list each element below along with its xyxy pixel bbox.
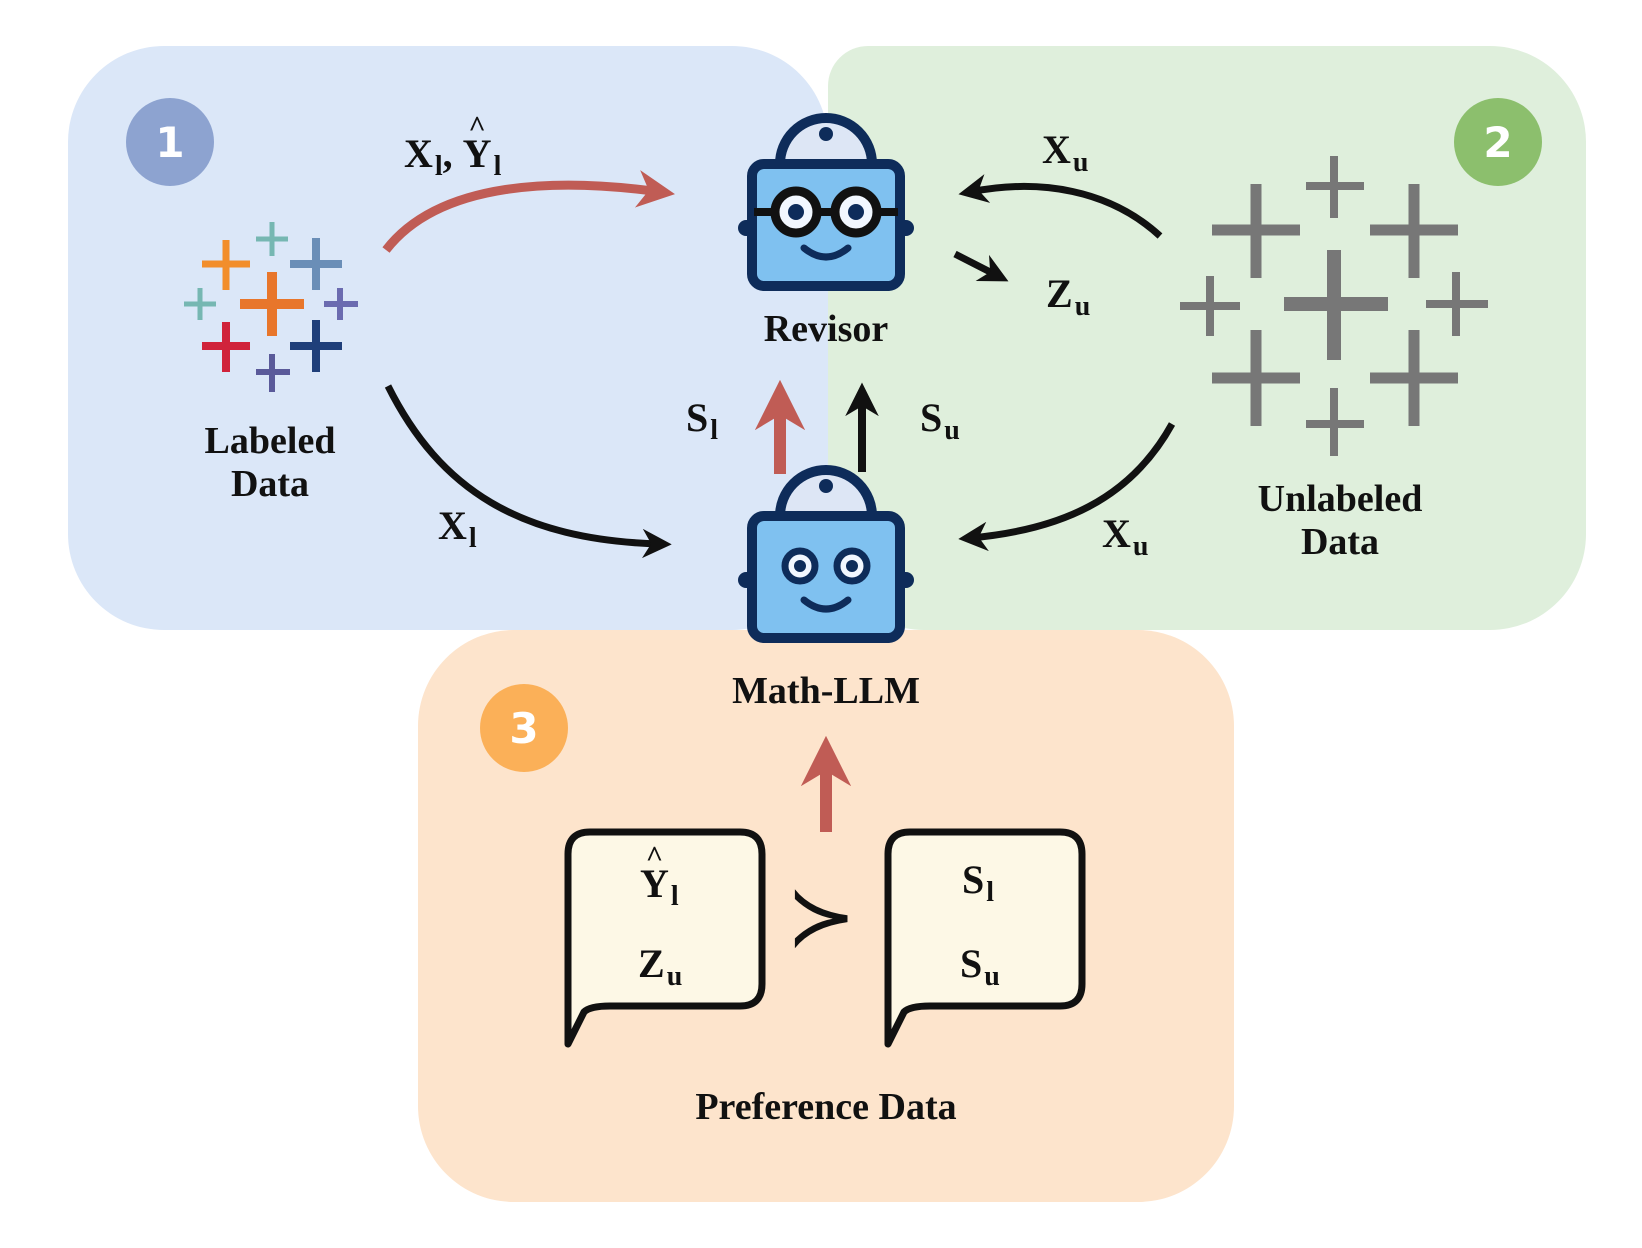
bubble-left-line2: Zu — [638, 941, 683, 992]
edge-label-su: Su — [920, 395, 960, 446]
bubble-right — [884, 828, 1086, 1048]
unlabeled-data-label: Unlabeled Data — [1257, 478, 1423, 563]
gray-plus-cluster-icon — [1180, 156, 1488, 456]
edge-label-xl-bottom: Xl — [438, 503, 477, 554]
arrow-unlabeled-to-revisor — [958, 174, 1163, 239]
preference-symbol: ≻ — [786, 871, 857, 964]
plus-slate — [290, 238, 342, 290]
bubble-right-line2: Su — [960, 941, 1000, 992]
plus-red — [202, 322, 250, 372]
plus-purple-right — [324, 288, 358, 320]
plus-purple-bottom — [256, 354, 290, 392]
plus-orange-center — [240, 272, 304, 336]
bubble-right-line1: Sl — [962, 857, 995, 908]
plus-orange-top — [202, 240, 250, 290]
badge-step-2: 2 — [1454, 98, 1542, 186]
plus-teal-small — [256, 222, 288, 256]
math-llm-label: Math-LLM — [732, 670, 920, 712]
badge-step-1: 1 — [126, 98, 214, 186]
bubble-left — [564, 828, 766, 1048]
robot-icon — [738, 465, 914, 643]
arrow-labeled-to-mathllm — [384, 384, 672, 559]
edge-label-zu: Zu — [1046, 271, 1091, 322]
edge-label-xu-top: Xu — [1042, 127, 1089, 178]
edge-label-sl: Sl — [686, 395, 719, 446]
arrow-unlabeled-to-mathllm — [958, 422, 1176, 552]
revisor-label: Revisor — [763, 308, 889, 350]
bubble-left-line1: Yl — [640, 864, 679, 911]
arrow-revisor-to-zu — [953, 250, 1009, 282]
badge-step-3: 3 — [480, 684, 568, 772]
edge-label-xl-yl: Xl, Yl — [404, 134, 501, 181]
arrow-labeled-to-revisor — [382, 170, 675, 253]
robot-with-glasses-icon — [738, 113, 914, 291]
edge-label-xu-bottom: Xu — [1102, 511, 1149, 562]
plus-teal-left — [184, 288, 216, 320]
arrows — [382, 170, 1176, 832]
preference-data-label: Preference Data — [695, 1086, 957, 1128]
colored-plus-cluster-icon — [184, 222, 358, 392]
labeled-data-label: Labeled Data — [204, 420, 336, 505]
plus-navy — [290, 320, 342, 372]
